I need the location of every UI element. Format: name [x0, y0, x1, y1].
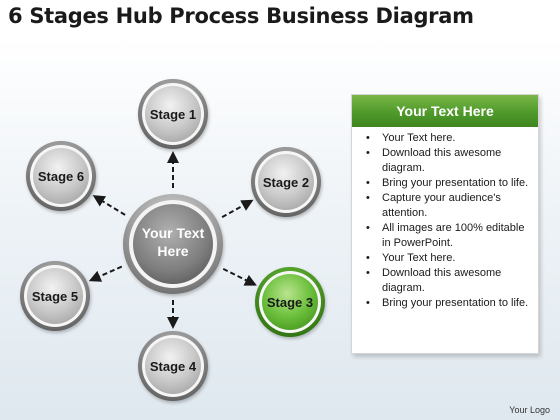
stage-6-label: Stage 6: [38, 169, 84, 184]
stage-4-face: [145, 338, 201, 394]
panel-bullet-list: Your Text here. Download this awesome di…: [352, 131, 538, 311]
stage-5-face: [27, 268, 83, 324]
stage-1-node: [138, 79, 208, 149]
arrow-to-stage-2: [221, 199, 254, 218]
stage-3-label: Stage 3: [267, 295, 313, 310]
stage-2-label: Stage 2: [263, 175, 309, 190]
panel-bullet: Bring your presentation to life.: [352, 176, 538, 191]
stage-1-label: Stage 1: [150, 107, 196, 122]
text-panel: Your Text Here Your Text here. Download …: [351, 94, 539, 354]
stage-3-node: [255, 267, 325, 337]
arrow-to-stage-3: [222, 268, 257, 286]
hub-label-line2: Here: [157, 243, 188, 259]
connector-arrows: [88, 151, 257, 329]
panel-bullet: Download this awesome diagram.: [352, 146, 538, 176]
stage-6-node: [26, 141, 96, 211]
stage-6-face: [33, 148, 89, 204]
hub-node: [123, 194, 223, 294]
logo-text: Your Logo: [509, 405, 550, 415]
page-title: 6 Stages Hub Process Business Diagram: [8, 4, 474, 28]
panel-bullet: Bring your presentation to life.: [352, 296, 538, 311]
panel-header: Your Text Here: [352, 95, 538, 127]
stage-4-node: [138, 331, 208, 401]
stage-3-face: [262, 274, 318, 330]
stage-5-node: [20, 261, 90, 331]
stage-2-face: [258, 154, 314, 210]
panel-bullet: Download this awesome diagram.: [352, 266, 538, 296]
panel-bullet: Capture your audience's attention.: [352, 191, 538, 221]
panel-bullet: All images are 100% editable in PowerPoi…: [352, 221, 538, 251]
panel-bullet: Your Text here.: [352, 131, 538, 146]
panel-bullet: Your Text here.: [352, 251, 538, 266]
hub-label-line1: Your Text: [142, 225, 205, 241]
arrow-to-stage-5: [88, 265, 123, 282]
stage-2-node: [251, 147, 321, 217]
stage-5-label: Stage 5: [32, 289, 78, 304]
arrow-to-stage-6: [92, 195, 126, 216]
stage-4-label: Stage 4: [150, 359, 197, 374]
stage-1-face: [145, 86, 201, 142]
